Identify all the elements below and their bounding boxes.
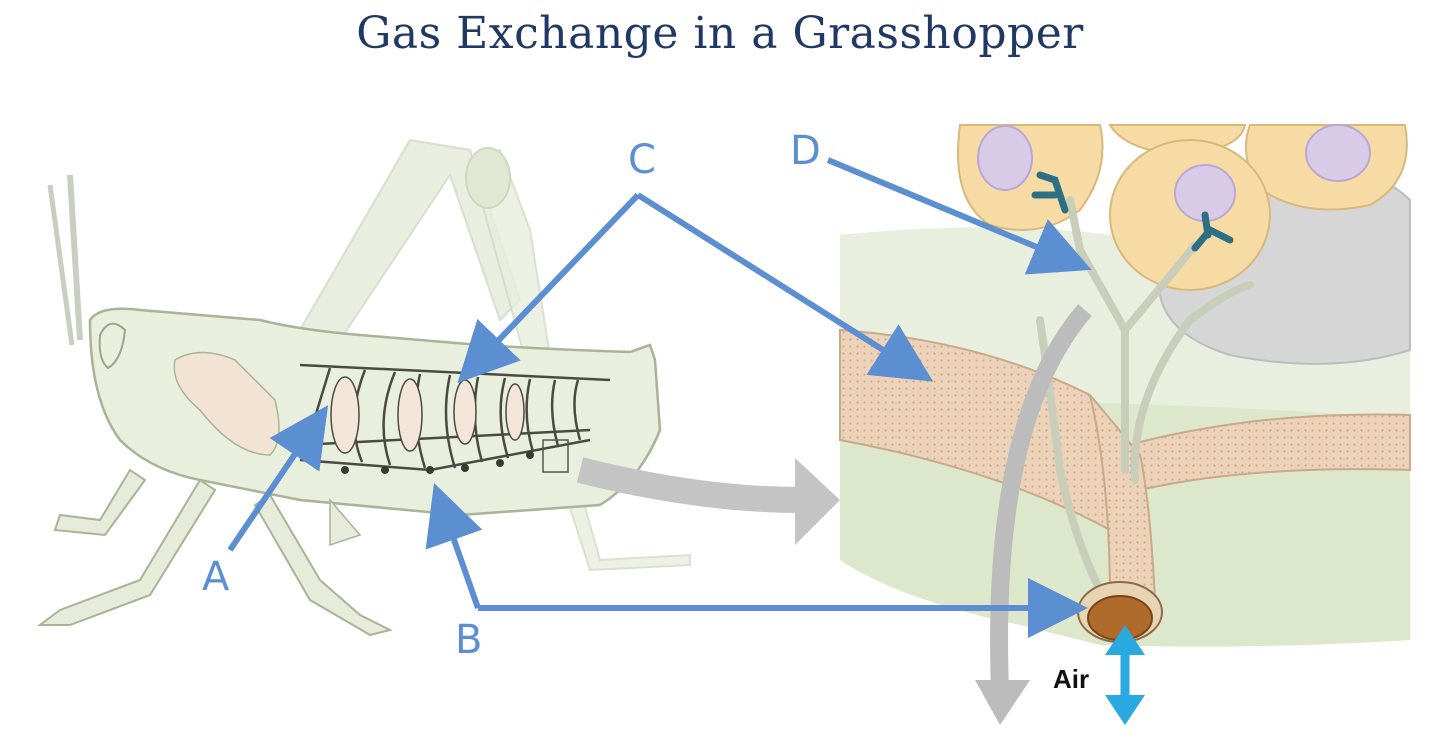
antenna	[47, 184, 75, 346]
tracheole-endings	[1031, 171, 1234, 252]
compound-eye	[98, 322, 127, 370]
diagram-title: Gas Exchange in a Grasshopper	[356, 8, 1084, 59]
middle-leg	[37, 478, 217, 626]
arrow-b1	[425, 483, 483, 609]
magnify-arrow	[576, 457, 801, 513]
air-flow-curve-arrow	[990, 304, 1092, 691]
antenna	[67, 174, 83, 341]
arrow-a	[227, 405, 329, 552]
arrow-c2	[636, 192, 934, 382]
rear-foot	[329, 497, 362, 547]
label-arrows	[227, 157, 1092, 638]
air-double-arrow	[1105, 625, 1145, 725]
label-b: B	[455, 617, 482, 663]
label-c: C	[628, 137, 656, 183]
hind-leg	[298, 138, 522, 342]
middle-leg-2	[253, 493, 393, 637]
front-leg	[53, 468, 147, 537]
arrow-c1	[457, 192, 641, 383]
grasshopper-illustration	[37, 138, 691, 637]
label-air: Air	[1053, 664, 1089, 694]
spiracles	[341, 451, 534, 474]
label-d: D	[790, 128, 821, 174]
air-sacs	[330, 376, 525, 454]
main-trachea	[839, 328, 1411, 532]
spiracle-opening	[1077, 581, 1163, 643]
magnified-region-box	[542, 439, 569, 473]
arrow-d	[826, 157, 1092, 275]
magnified-tissue	[839, 124, 1411, 725]
label-a: A	[202, 554, 230, 600]
